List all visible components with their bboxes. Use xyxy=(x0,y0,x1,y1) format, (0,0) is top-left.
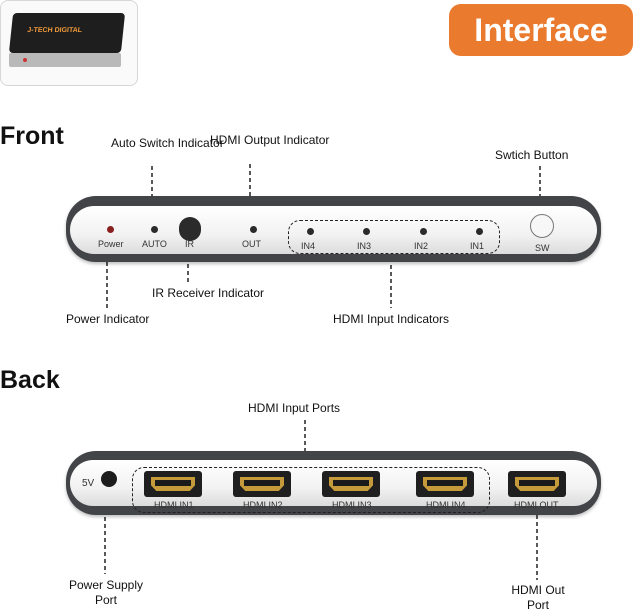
in4-led xyxy=(307,228,314,235)
front-device: Power AUTO IR OUT IN4 IN3 IN2 IN1 SW xyxy=(66,196,601,262)
callout-switch-button: Swtich Button xyxy=(495,148,569,162)
hdmi-in2-text: HDMI IN2 xyxy=(243,500,283,510)
callout-auto-switch: Auto Switch Indicator xyxy=(111,136,224,150)
callout-power-indicator: Power Indicator xyxy=(66,312,150,326)
callout-hdmi-input-ports: HDMI Input Ports xyxy=(248,401,341,415)
hdmi-in4-port[interactable] xyxy=(416,471,474,497)
auto-led xyxy=(151,226,158,233)
in4-text: IN4 xyxy=(301,241,316,251)
hdmi-in1-port[interactable] xyxy=(144,471,202,497)
interface-badge-label: Interface xyxy=(474,11,608,48)
in1-text: IN1 xyxy=(470,241,485,251)
back-device: 5V HDMI IN1 HDMI IN2 HDMI IN3 HDMI IN4 H… xyxy=(66,451,601,515)
callout-ir-receiver: IR Receiver Indicator xyxy=(152,286,265,300)
callout-power-supply: Power Supply Port xyxy=(68,578,144,607)
hdmi-in3-port[interactable] xyxy=(322,471,380,497)
in3-text: IN3 xyxy=(357,241,372,251)
in3-led xyxy=(363,228,370,235)
hdmi-in1-text: HDMI IN1 xyxy=(154,500,194,510)
in2-text: IN2 xyxy=(414,241,429,251)
ir-receiver-window xyxy=(179,217,201,241)
thumb-led xyxy=(23,58,27,62)
front-title: Front xyxy=(0,122,64,150)
power-led xyxy=(107,226,114,233)
dc-power-jack[interactable] xyxy=(101,471,117,487)
hdmi-in4-text: HDMI IN4 xyxy=(426,500,466,510)
interface-badge: Interface xyxy=(449,4,633,56)
in2-led xyxy=(420,228,427,235)
out-led xyxy=(250,226,257,233)
back-panel: 5V HDMI IN1 HDMI IN2 HDMI IN3 HDMI IN4 H… xyxy=(70,460,597,513)
out-text: OUT xyxy=(242,239,261,249)
dc-text: 5V xyxy=(82,478,95,489)
hdmi-out-text: HDMI OUT xyxy=(514,500,559,510)
hdmi-out-port[interactable] xyxy=(508,471,566,497)
switch-button[interactable] xyxy=(530,214,554,238)
callout-hdmi-output: HDMI Output Indicator xyxy=(210,133,330,147)
input-indicators-group xyxy=(288,220,500,254)
ir-text: IR xyxy=(185,239,194,249)
hdmi-in3-text: HDMI IN3 xyxy=(332,500,372,510)
input-ports-group xyxy=(132,467,490,513)
product-thumbnail: J-TECH DIGITAL xyxy=(0,0,138,86)
front-panel: Power AUTO IR OUT IN4 IN3 IN2 IN1 SW xyxy=(70,206,597,254)
callout-hdmi-input-indicators: HDMI Input Indicators xyxy=(333,312,450,326)
thumb-device-front xyxy=(9,53,121,67)
power-text: Power xyxy=(98,239,124,249)
hdmi-in2-port[interactable] xyxy=(233,471,291,497)
sw-text: SW xyxy=(535,243,550,253)
in1-led xyxy=(476,228,483,235)
auto-text: AUTO xyxy=(142,239,167,249)
back-title: Back xyxy=(0,366,60,394)
